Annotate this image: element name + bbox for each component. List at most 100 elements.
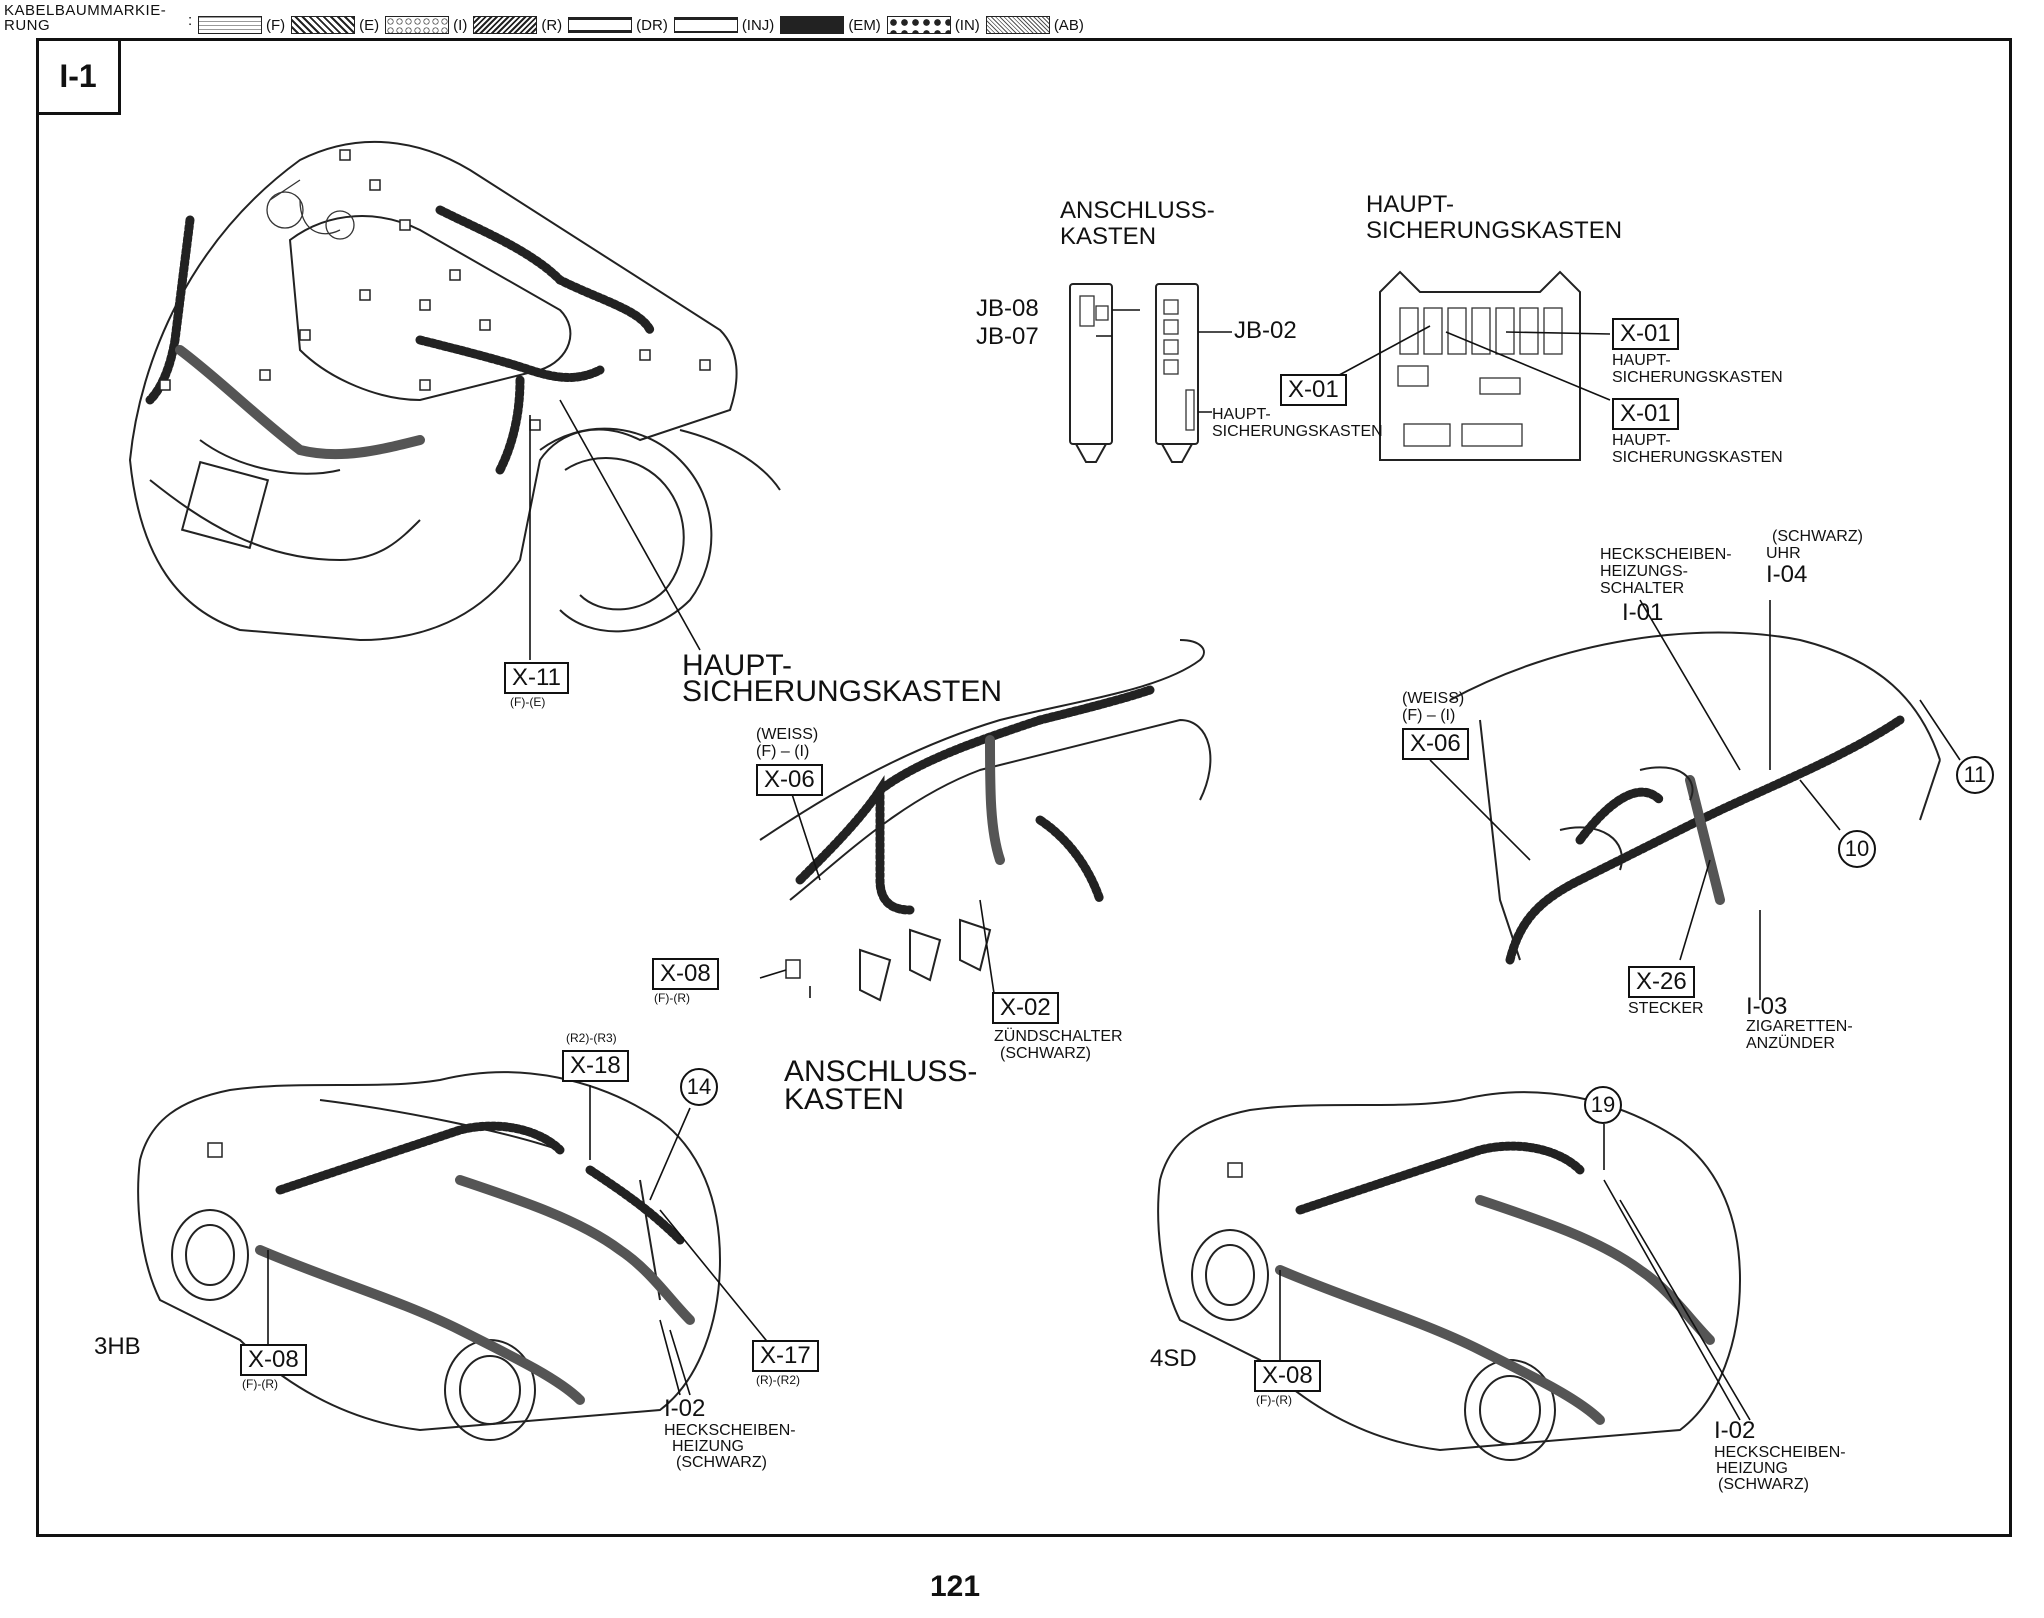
x08-left-sub: (F)-(R) bbox=[242, 1377, 278, 1391]
legend-item-r: (R) bbox=[473, 16, 562, 34]
hecksch-heiz-line1: HECKSCHEIBEN- bbox=[1600, 546, 1732, 563]
uhr-label: UHR bbox=[1766, 545, 1801, 562]
sedan-car-illustration bbox=[1157, 1091, 1751, 1461]
haupt-mid-line1: HAUPT- bbox=[682, 649, 793, 682]
weiss-right-line1: (WEISS) bbox=[1402, 690, 1465, 707]
dashboard-illustration bbox=[759, 639, 1212, 1002]
x26-connector: X-26 bbox=[1628, 966, 1695, 998]
weiss-right-line2: (F) – (I) bbox=[1402, 707, 1456, 724]
x17-connector: X-17 bbox=[752, 1340, 819, 1372]
x01-connector-b: X-01 bbox=[1280, 374, 1347, 406]
swatch-dr-icon bbox=[568, 17, 633, 33]
hecksch-heiz-line3: SCHALTER bbox=[1600, 580, 1685, 597]
junction-box-illustration bbox=[1069, 270, 1611, 463]
x02-desc-line1: ZÜNDSCHALTER bbox=[994, 1028, 1123, 1045]
callout-14: 14 bbox=[680, 1068, 718, 1106]
anschluss-mid-line1: ANSCHLUSS- bbox=[784, 1055, 978, 1088]
x08-right-sub: (F)-(R) bbox=[1256, 1393, 1292, 1407]
legend-item-e: (E) bbox=[291, 16, 379, 34]
page-number: 121 bbox=[930, 1570, 981, 1603]
legend-item-ab: (AB) bbox=[985, 16, 1084, 34]
x01-connector-a: X-01 bbox=[1612, 318, 1679, 350]
x01-a-desc-line1: HAUPT- bbox=[1612, 352, 1671, 369]
section-id: I-1 bbox=[38, 40, 121, 115]
swatch-ab-icon bbox=[985, 16, 1050, 34]
x08-mid-sub: (F)-(R) bbox=[654, 991, 690, 1005]
x11-sub: (F)-(E) bbox=[510, 695, 546, 709]
schwarz-right: (SCHWARZ) bbox=[1772, 528, 1863, 545]
weiss-mid-line1: (WEISS) bbox=[756, 726, 819, 743]
x08-connector-mid: X-08 bbox=[652, 958, 719, 990]
legend-item-in: (IN) bbox=[886, 16, 980, 34]
haupt-small-line2: SICHERUNGSKASTEN bbox=[1212, 423, 1383, 440]
x18-connector: X-18 bbox=[562, 1050, 629, 1082]
legend-colon: : bbox=[188, 12, 193, 29]
weiss-mid-line2: (F) – (I) bbox=[756, 743, 810, 760]
legend-title-line1: KABELBAUMMARKIE- bbox=[4, 2, 167, 19]
anschluss-mid-line2: KASTEN bbox=[784, 1083, 905, 1116]
x01-c-desc-line1: HAUPT- bbox=[1612, 432, 1671, 449]
anschluss-top-line1: ANSCHLUSS- bbox=[1060, 197, 1215, 224]
hatchback-car-illustration bbox=[137, 1071, 771, 1441]
i02-left-desc-line2: HEIZUNG bbox=[672, 1438, 744, 1455]
haupt-small-line1: HAUPT- bbox=[1212, 406, 1271, 423]
x11-connector: X-11 bbox=[504, 662, 569, 694]
x02-connector: X-02 bbox=[992, 992, 1059, 1024]
hecksch-heiz-line2: HEIZUNGS- bbox=[1600, 563, 1688, 580]
i03-connector: I-03 bbox=[1746, 993, 1788, 1020]
swatch-f-icon bbox=[198, 16, 262, 34]
r2r3-label: (R2)-(R3) bbox=[566, 1031, 617, 1045]
jb07-label: JB-07 bbox=[976, 323, 1039, 350]
instrument-panel-illustration bbox=[1429, 599, 1961, 1000]
i02-left-desc-line3: (SCHWARZ) bbox=[676, 1454, 767, 1471]
swatch-em-icon bbox=[780, 16, 845, 34]
x06-connector-mid: X-06 bbox=[756, 764, 823, 796]
anschluss-top-line2: KASTEN bbox=[1060, 223, 1157, 250]
swatch-in-icon bbox=[886, 16, 951, 34]
legend-item-inj: (INJ) bbox=[673, 17, 774, 34]
variant-3hb: 3HB bbox=[94, 1333, 141, 1360]
haupt-top-line2: SICHERUNGSKASTEN bbox=[1366, 217, 1623, 244]
engine-bay-illustration bbox=[128, 140, 781, 660]
legend-title-line2: RUNG bbox=[4, 17, 51, 34]
legend-item-f: (F) bbox=[198, 16, 285, 34]
variant-4sd: 4SD bbox=[1150, 1345, 1197, 1372]
legend-item-dr: (DR) bbox=[568, 17, 668, 34]
legend-item-i: (I) bbox=[385, 16, 467, 34]
callout-19: 19 bbox=[1584, 1086, 1622, 1124]
swatch-r-icon bbox=[473, 16, 538, 34]
jb02-label: JB-02 bbox=[1234, 317, 1297, 344]
x01-connector-c: X-01 bbox=[1612, 398, 1679, 430]
x06-connector-right: X-06 bbox=[1402, 728, 1469, 760]
i02-connector-right: I-02 bbox=[1714, 1417, 1756, 1444]
legend-title: KABELBAUMMARKIE- RUNG bbox=[4, 3, 166, 33]
zigaretten-line1: ZIGARETTEN- bbox=[1746, 1018, 1853, 1035]
i02-right-desc-line3: (SCHWARZ) bbox=[1718, 1476, 1809, 1493]
x01-a-desc-line2: SICHERUNGSKASTEN bbox=[1612, 369, 1783, 386]
jb08-label: JB-08 bbox=[976, 295, 1039, 322]
callout-10: 10 bbox=[1838, 830, 1876, 868]
x08-connector-left: X-08 bbox=[240, 1344, 307, 1376]
callout-11: 11 bbox=[1956, 756, 1994, 794]
diagram-frame bbox=[36, 38, 2012, 1537]
x08-connector-right: X-08 bbox=[1254, 1360, 1321, 1392]
stecker-label: STECKER bbox=[1628, 1000, 1704, 1017]
legend-row: (F) (E) (I) (R) (DR) (INJ) (EM) (IN) (AB… bbox=[198, 14, 1084, 36]
swatch-i-icon bbox=[385, 16, 450, 34]
x01-c-desc-line2: SICHERUNGSKASTEN bbox=[1612, 449, 1783, 466]
legend-item-em: (EM) bbox=[780, 16, 881, 34]
i04-connector: I-04 bbox=[1766, 561, 1808, 588]
i01-connector: I-01 bbox=[1622, 599, 1664, 626]
swatch-inj-icon bbox=[673, 17, 738, 33]
zigaretten-line2: ANZÜNDER bbox=[1746, 1035, 1835, 1052]
i02-right-desc-line1: HECKSCHEIBEN- bbox=[1714, 1444, 1846, 1461]
x17-sub: (R)-(R2) bbox=[756, 1373, 800, 1387]
i02-left-desc-line1: HECKSCHEIBEN- bbox=[664, 1422, 796, 1439]
i02-connector-left: I-02 bbox=[664, 1395, 706, 1422]
haupt-top-line1: HAUPT- bbox=[1366, 191, 1455, 218]
haupt-mid-line2: SICHERUNGSKASTEN bbox=[682, 675, 1003, 708]
i02-right-desc-line2: HEIZUNG bbox=[1716, 1460, 1788, 1477]
swatch-e-icon bbox=[291, 16, 356, 34]
x02-desc-line2: (SCHWARZ) bbox=[1000, 1045, 1091, 1062]
